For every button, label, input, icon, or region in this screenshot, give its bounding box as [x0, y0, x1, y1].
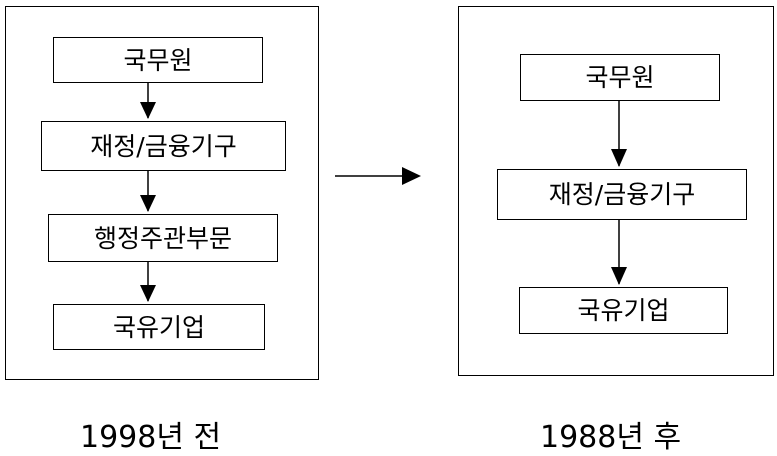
before-frame	[5, 6, 319, 380]
after-caption: 1988년 후	[540, 420, 682, 455]
after-arrowhead-1	[611, 149, 627, 167]
after-frame	[458, 6, 774, 376]
after-arrowhead-2	[611, 267, 627, 285]
before-box-finance-institutions: 재정/금융기구	[41, 121, 286, 171]
before-caption: 1998년 전	[80, 420, 222, 455]
transition-arrow	[335, 167, 421, 185]
after-box-finance-institutions: 재정/금융기구	[497, 169, 747, 220]
before-box-state-council: 국무원	[53, 37, 263, 83]
before-arrowhead-3	[140, 285, 156, 302]
after-arrows	[611, 101, 627, 285]
before-box-administrative-departments: 행정주관부문	[48, 214, 278, 262]
after-box-state-enterprises: 국유기업	[519, 287, 728, 334]
before-arrowhead-1	[140, 102, 156, 119]
before-arrows	[140, 83, 156, 302]
after-box-state-council: 국무원	[520, 54, 720, 101]
before-arrowhead-2	[140, 195, 156, 212]
before-box-state-enterprises: 국유기업	[53, 304, 265, 350]
